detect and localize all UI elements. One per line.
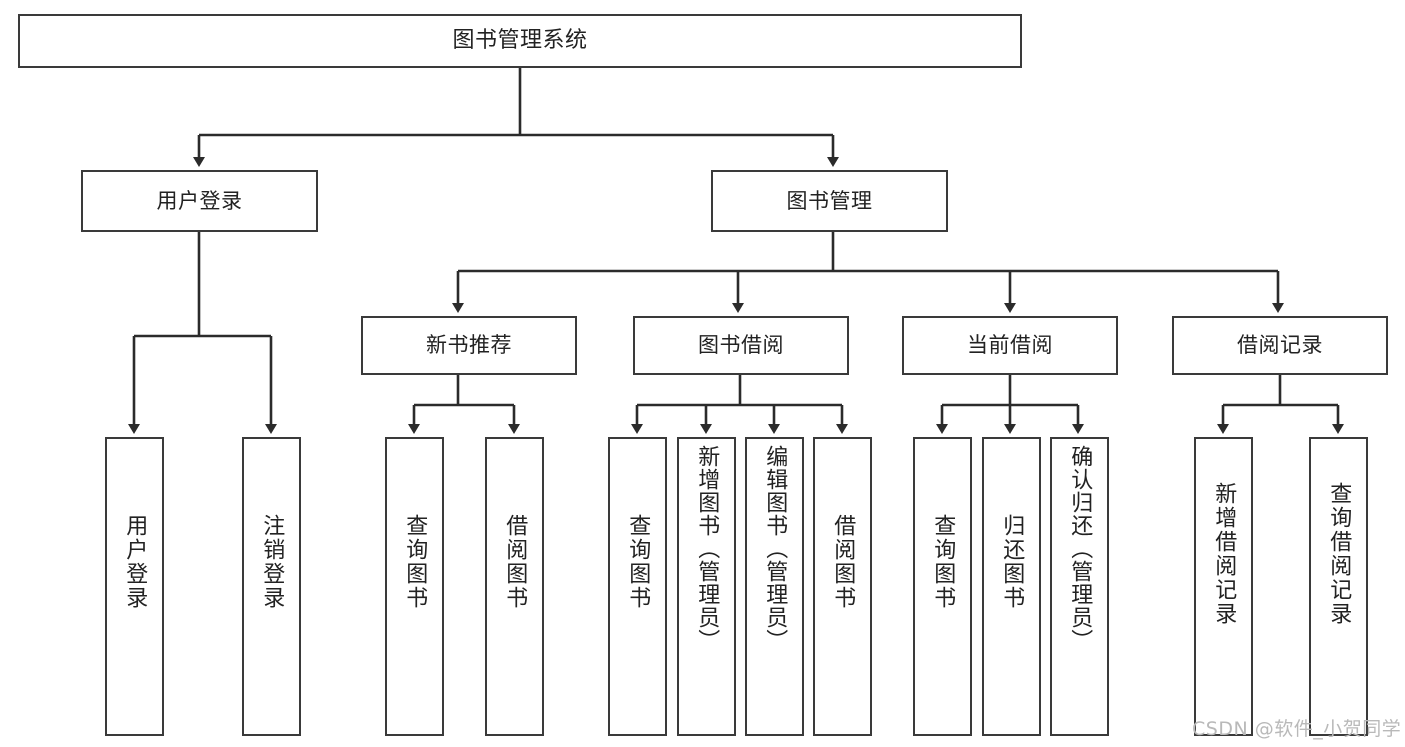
leaf-logout[interactable]: 注销登录 — [242, 437, 301, 736]
node-label: 查询图书 — [625, 514, 651, 610]
leaf-edit-book-admin[interactable]: 编辑图书（管理员） — [745, 437, 804, 736]
node-label: 查询图书 — [402, 514, 428, 610]
leaf-borrow-book[interactable]: 借阅图书 — [813, 437, 872, 736]
node-label: 新增借阅记录 — [1211, 482, 1237, 626]
leaf-add-book-admin[interactable]: 新增图书（管理员） — [677, 437, 736, 736]
node-label: 查询借阅记录 — [1326, 482, 1352, 626]
node-label: 借阅记录 — [1237, 333, 1323, 358]
leaf-borrow-book-recommend[interactable]: 借阅图书 — [485, 437, 544, 736]
node-new-book-recommend[interactable]: 新书推荐 — [361, 316, 577, 375]
node-label: 用户登录 — [122, 514, 148, 610]
node-label: 归还图书 — [999, 514, 1025, 610]
node-book-borrow[interactable]: 图书借阅 — [633, 316, 849, 375]
leaf-confirm-return-admin[interactable]: 确认归还（管理员） — [1050, 437, 1109, 736]
csdn-watermark: CSDN @软件_小贺同学 — [1192, 718, 1402, 740]
leaf-query-book-borrow[interactable]: 查询图书 — [608, 437, 667, 736]
node-label: 确认归还（管理员） — [1067, 445, 1093, 652]
node-label: 当前借阅 — [967, 333, 1053, 358]
leaf-add-borrow-record[interactable]: 新增借阅记录 — [1194, 437, 1253, 736]
node-label: 注销登录 — [259, 514, 285, 610]
node-label: 新增图书（管理员） — [694, 445, 720, 652]
leaf-query-borrow-record[interactable]: 查询借阅记录 — [1309, 437, 1368, 736]
leaf-query-book-current[interactable]: 查询图书 — [913, 437, 972, 736]
node-label: 编辑图书（管理员） — [762, 445, 788, 652]
leaf-query-book-recommend[interactable]: 查询图书 — [385, 437, 444, 736]
node-label: 借阅图书 — [502, 514, 528, 610]
node-borrow-record[interactable]: 借阅记录 — [1172, 316, 1388, 375]
node-label: 图书借阅 — [698, 333, 784, 358]
node-label: 查询图书 — [930, 514, 956, 610]
node-user-login[interactable]: 用户登录 — [81, 170, 318, 232]
leaf-user-login[interactable]: 用户登录 — [105, 437, 164, 736]
node-book-management[interactable]: 图书管理 — [711, 170, 948, 232]
node-root-book-management-system[interactable]: 图书管理系统 — [18, 14, 1022, 68]
node-label: 图书管理系统 — [452, 28, 588, 54]
leaf-return-book[interactable]: 归还图书 — [982, 437, 1041, 736]
node-current-borrow[interactable]: 当前借阅 — [902, 316, 1118, 375]
node-label: 用户登录 — [156, 188, 243, 213]
node-label: 借阅图书 — [830, 514, 856, 610]
node-label: 图书管理 — [786, 188, 873, 213]
node-label: 新书推荐 — [426, 333, 512, 358]
